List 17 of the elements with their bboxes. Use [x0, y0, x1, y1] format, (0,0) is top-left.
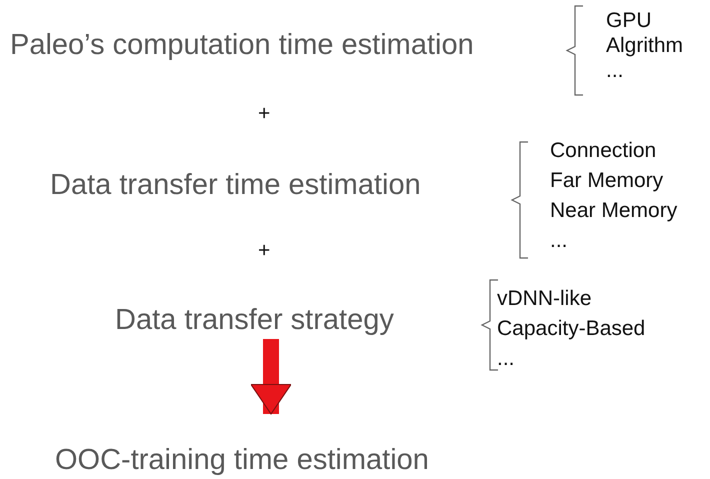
list-item: ... [497, 348, 515, 369]
plus-sign: + [258, 240, 270, 261]
list-item: ... [606, 60, 624, 81]
step-text: Data transfer strategy [115, 306, 394, 335]
sentence-text: Data transfer time estimation [50, 171, 421, 200]
list-item: Algrithm [606, 35, 684, 56]
list-item: Far Memory [550, 170, 664, 191]
plus-sign: + [258, 103, 270, 124]
sentence-text: Paleo’s computation time estimation [10, 31, 474, 60]
list-item: GPU [606, 10, 652, 31]
list-item: vDNN-like [497, 288, 592, 309]
list-item: Capacity-Based [497, 318, 646, 339]
list-item: Near Memory [550, 200, 678, 221]
list-item: ... [550, 230, 568, 251]
list-item: Connection [550, 140, 656, 161]
arrow [250, 339, 292, 415]
step-text: OOC-training time estimation [55, 446, 429, 475]
